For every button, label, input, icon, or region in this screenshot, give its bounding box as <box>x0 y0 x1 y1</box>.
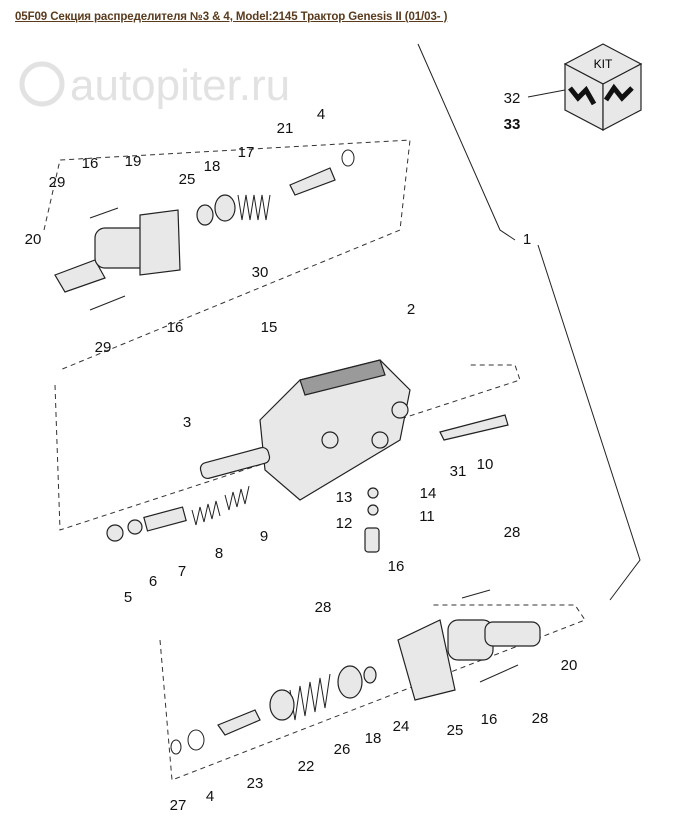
callout-31[interactable]: 31 <box>450 463 467 480</box>
callout-14[interactable]: 14 <box>420 485 437 502</box>
callout-4[interactable]: 4 <box>317 106 325 123</box>
callout-3[interactable]: 3 <box>183 414 191 431</box>
callout-4[interactable]: 4 <box>206 788 214 805</box>
callout-8[interactable]: 8 <box>215 545 223 562</box>
callout-32[interactable]: 32 <box>504 90 521 107</box>
watermark: autopiter.ru <box>70 61 290 110</box>
callout-27[interactable]: 27 <box>170 797 187 814</box>
callout-16[interactable]: 16 <box>388 558 405 575</box>
part-solenoid-upper[interactable] <box>54 209 181 293</box>
callout-28[interactable]: 28 <box>315 599 332 616</box>
callout-12[interactable]: 12 <box>336 515 353 532</box>
callout-2[interactable]: 2 <box>407 301 415 318</box>
callout-5[interactable]: 5 <box>124 589 132 606</box>
callout-7[interactable]: 7 <box>178 563 186 580</box>
callout-17[interactable]: 17 <box>238 144 255 161</box>
part-spool-lower[interactable] <box>106 485 380 553</box>
callout-24[interactable]: 24 <box>393 718 410 735</box>
callout-10[interactable]: 10 <box>477 456 494 473</box>
callout-11[interactable]: 11 <box>419 508 435 525</box>
callout-21[interactable]: 21 <box>277 120 294 137</box>
callout-15[interactable]: 15 <box>261 319 278 336</box>
callout-28[interactable]: 28 <box>504 524 521 541</box>
callout-18[interactable]: 18 <box>204 158 221 175</box>
part-spring-upper[interactable] <box>89 149 355 311</box>
callouts: 32 33 1 4 21 17 18 25 19 16 29 20 30 16 … <box>25 90 578 814</box>
callout-19[interactable]: 19 <box>125 153 142 170</box>
kit-box-icon[interactable]: KIT <box>563 43 643 131</box>
callout-23[interactable]: 23 <box>247 775 264 792</box>
callout-29[interactable]: 29 <box>49 174 66 191</box>
callout-6[interactable]: 6 <box>149 573 157 590</box>
callout-16[interactable]: 16 <box>82 155 99 172</box>
page-title[interactable]: 05F09 Секция распределителя №3 & 4, Mode… <box>15 11 448 23</box>
callout-29[interactable]: 29 <box>95 339 112 356</box>
callout-13[interactable]: 13 <box>336 489 353 506</box>
callout-26[interactable]: 26 <box>334 741 351 758</box>
callout-28[interactable]: 28 <box>532 710 549 727</box>
watermark-logo-icon <box>19 61 65 107</box>
callout-18[interactable]: 18 <box>365 730 382 747</box>
callout-22[interactable]: 22 <box>298 758 315 775</box>
callout-33[interactable]: 33 <box>504 116 521 133</box>
callout-20[interactable]: 20 <box>561 657 578 674</box>
part-valve-body[interactable] <box>199 359 509 501</box>
part-solenoid-lower[interactable] <box>397 589 541 701</box>
part-spring-lower[interactable] <box>170 665 377 755</box>
callout-16[interactable]: 16 <box>167 319 184 336</box>
callout-9[interactable]: 9 <box>260 528 268 545</box>
callout-16[interactable]: 16 <box>481 711 498 728</box>
callout-1[interactable]: 1 <box>523 231 531 248</box>
callout-20[interactable]: 20 <box>25 231 42 248</box>
kit-label: KIT <box>594 57 613 71</box>
callout-30[interactable]: 30 <box>252 264 269 281</box>
callout-25[interactable]: 25 <box>447 722 464 739</box>
callout-25[interactable]: 25 <box>179 171 196 188</box>
